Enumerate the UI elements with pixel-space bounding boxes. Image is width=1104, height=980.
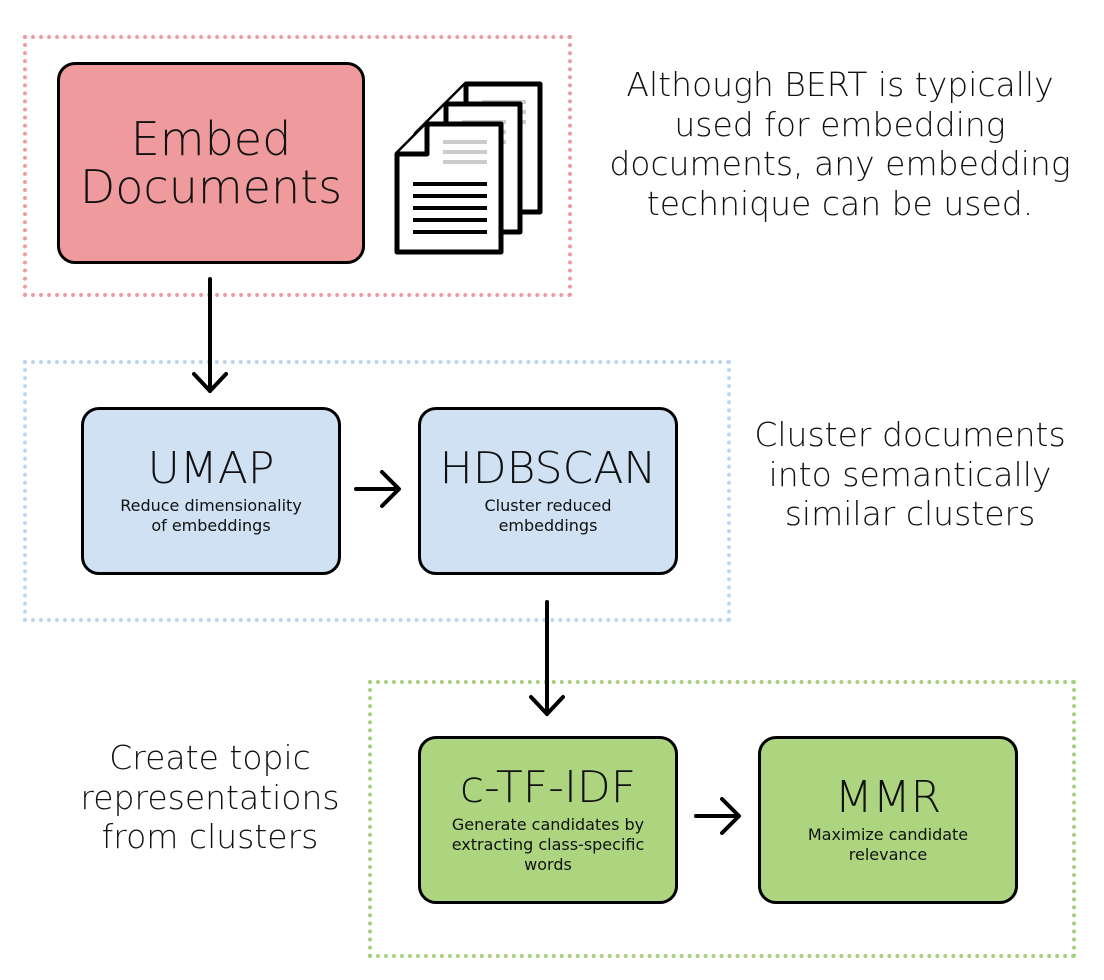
document-front-icon xyxy=(397,124,501,252)
topic-note-line: representations xyxy=(80,777,340,817)
mmr-node-title: MMR xyxy=(834,771,942,823)
arrow-umap-to-hdbscan-icon xyxy=(354,470,401,508)
ctfidf-subtitle-line2: extracting class-specific xyxy=(451,835,645,855)
stacked-documents-icon xyxy=(397,84,540,252)
hdbscan-node: HDBSCAN Cluster reduced embeddings xyxy=(418,407,678,575)
embed-note-line: technique can be used. xyxy=(646,183,1034,223)
hdbscan-subtitle-line2: embeddings xyxy=(498,516,598,536)
ctfidf-subtitle-line1: Generate candidates by xyxy=(451,815,645,835)
embed-note-line: used for embedding xyxy=(674,104,1006,144)
hdbscan-node-title: HDBSCAN xyxy=(439,442,657,494)
umap-subtitle-line1: Reduce dimensionality xyxy=(120,496,302,516)
topic-note-line: Create topic xyxy=(109,738,311,777)
mmr-subtitle-line2: relevance xyxy=(848,845,928,865)
cluster-note-line: similar clusters xyxy=(784,494,1036,534)
arrow-hdbscan-to-ctfidf-icon xyxy=(529,600,565,716)
embed-note-line: Although BERT is typically xyxy=(626,65,1054,104)
embed-documents-node: Embed Documents xyxy=(57,62,365,264)
cluster-note-line: Cluster documents xyxy=(754,415,1066,454)
hdbscan-subtitle-line1: Cluster reduced xyxy=(484,496,612,516)
ctfidf-node-subtitle: Generate candidates by extracting class-… xyxy=(452,815,645,875)
embed-note-line: documents, any embedding xyxy=(609,144,1071,184)
embed-node-title-line1: Embed xyxy=(130,111,292,166)
arrow-ctfidf-to-mmr-icon xyxy=(694,797,741,835)
embed-note: Although BERT is typically used for embe… xyxy=(600,65,1080,223)
topic-stage-frame xyxy=(368,680,1076,958)
cluster-stage-frame xyxy=(23,360,731,622)
ctfidf-subtitle-line3: words xyxy=(524,855,572,875)
ctfidf-node-title: c-TF-IDF xyxy=(459,761,637,813)
cluster-note: Cluster documents into semantically simi… xyxy=(740,415,1080,534)
arrow-embed-to-umap-icon xyxy=(192,277,228,393)
embed-stage-frame xyxy=(23,35,572,297)
hdbscan-node-subtitle: Cluster reduced embeddings xyxy=(484,496,611,536)
umap-node: UMAP Reduce dimensionality of embeddings xyxy=(81,407,341,575)
mmr-node: MMR Maximize candidate relevance xyxy=(758,736,1018,904)
mmr-subtitle-line1: Maximize candidate xyxy=(807,825,969,845)
umap-subtitle-line2: of embeddings xyxy=(151,516,271,536)
topic-note-line: from clusters xyxy=(101,817,319,857)
umap-node-subtitle: Reduce dimensionality of embeddings xyxy=(120,496,302,536)
mmr-node-subtitle: Maximize candidate relevance xyxy=(808,825,968,865)
cluster-note-line: into semantically xyxy=(768,454,1052,494)
ctfidf-node: c-TF-IDF Generate candidates by extracti… xyxy=(418,736,678,904)
umap-node-title: UMAP xyxy=(147,442,275,494)
embed-node-title-line2: Documents xyxy=(79,160,343,214)
topic-note: Create topic representations from cluste… xyxy=(70,738,350,857)
